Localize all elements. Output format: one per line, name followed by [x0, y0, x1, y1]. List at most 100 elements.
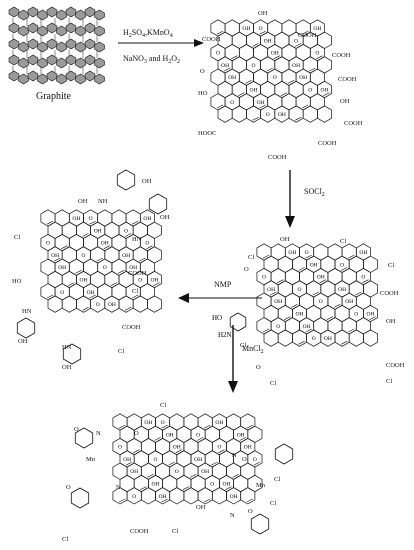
amine-label: H2N [218, 331, 232, 339]
basal-hydroxyl-label: OH [299, 75, 307, 81]
epoxide-oxygen-label: O [60, 290, 64, 296]
carbon-ring [284, 267, 300, 286]
edge-chloride-label: Cl [340, 238, 347, 245]
double-bond [82, 306, 89, 311]
carbon-ring [238, 93, 254, 111]
double-bond [245, 80, 252, 84]
edge-hydroxyl-label: HO [12, 278, 22, 285]
graphite-hexagon [65, 70, 77, 82]
carbon-ring [348, 255, 364, 273]
benzene-ring [229, 312, 247, 332]
double-bond [262, 328, 270, 333]
edge-carboxyl-label: HOOC [198, 130, 217, 137]
double-bond [294, 43, 302, 47]
carbon-ring [313, 317, 329, 335]
double-bond [68, 282, 75, 286]
carbon-ring [61, 246, 77, 264]
graphite-hexagon [46, 54, 58, 66]
epoxide-oxygen-label: O [132, 494, 136, 500]
phenyl-ring [74, 427, 94, 449]
graphite-hexagon [94, 9, 105, 21]
double-bond [291, 304, 298, 308]
carbon-ring [317, 31, 332, 49]
carbon-ring [217, 105, 233, 123]
phenyl-ring [16, 317, 36, 339]
epoxide-oxygen-label: O [312, 336, 316, 342]
double-bond [189, 474, 197, 478]
carbon-ring [61, 221, 77, 239]
phenol-ring [148, 193, 168, 215]
carbon-ring [231, 105, 247, 123]
carbon-ring [263, 304, 279, 323]
carbon-ring [119, 425, 135, 443]
edge-carboxyl-label: COOH [122, 324, 141, 331]
double-bond [133, 449, 140, 454]
epoxide-oxygen-label: O [276, 324, 280, 330]
graphite-hexagon [94, 25, 105, 37]
double-bond [61, 245, 68, 250]
basal-hydroxyl-label: OH [143, 216, 151, 222]
double-bond [216, 104, 224, 109]
amide-nh-label: NH [98, 198, 108, 205]
edge-hydroxyl-label: OH [280, 236, 290, 243]
basal-hydroxyl-label: OH [250, 88, 258, 94]
carbon-ring [61, 295, 77, 313]
double-bond [225, 486, 232, 490]
double-bond [75, 270, 82, 274]
carbon-ring [111, 233, 127, 252]
epoxide-oxygen-label: O [340, 262, 344, 268]
graphite-hexagon [75, 73, 86, 85]
edge-carboxyl-label: COOH [332, 52, 351, 59]
epoxide-oxygen-label: O [46, 241, 50, 247]
carbon-ring [295, 43, 311, 62]
graphite-hexagon [27, 70, 39, 82]
basal-hydroxyl-label: OH [123, 457, 131, 463]
graphite-hexagon [84, 22, 96, 34]
double-bond [323, 92, 330, 96]
carbon-ring [348, 329, 364, 347]
basal-hydroxyl-label: OH [338, 287, 346, 293]
epoxide-oxygen-label: O [298, 287, 302, 293]
graphite-hexagon [46, 70, 58, 82]
phenyl-ring [148, 193, 168, 215]
edge-ketone-label: O [200, 68, 205, 75]
double-bond [266, 67, 273, 72]
double-bond [231, 55, 238, 60]
double-bond [287, 80, 295, 84]
epoxide-oxygen-label: O [196, 432, 200, 438]
double-bond [302, 104, 309, 109]
coordinating-oxygen-label: O [248, 508, 253, 515]
graphite-hexagon [46, 22, 58, 34]
double-bond [125, 461, 133, 466]
carbon-ring [334, 304, 350, 323]
double-bond [362, 279, 369, 284]
carbon-ring [240, 462, 256, 480]
basal-hydroxyl-label: OH [296, 312, 304, 318]
carbon-ring [270, 243, 286, 261]
double-bond [96, 257, 103, 262]
double-bond [246, 498, 254, 503]
carbon-ring [299, 292, 315, 310]
basal-hydroxyl-label: OH [264, 38, 272, 44]
basal-hydroxyl-label: OH [237, 432, 245, 438]
step2-arrow [285, 170, 295, 228]
graphite-hexagon [8, 70, 20, 82]
double-bond [355, 291, 362, 296]
double-bond [204, 498, 211, 503]
graphite-hexagon [18, 57, 29, 69]
edge-carboxyl-label: COOH [130, 528, 149, 535]
carbon-ring [211, 462, 227, 480]
basal-hydroxyl-label: OH [130, 469, 138, 475]
step1-reagent-top: H2SO4,KMnO4 [123, 28, 173, 39]
carbon-ring [288, 80, 304, 99]
graphite-hexagon [37, 25, 48, 37]
carbon-ring [104, 221, 120, 239]
coordinating-oxygen-label: O [242, 456, 247, 463]
double-bond [316, 55, 323, 60]
graphite-hexagon [56, 9, 67, 21]
carbon-ring [176, 425, 192, 443]
carbon-ring [309, 93, 325, 111]
